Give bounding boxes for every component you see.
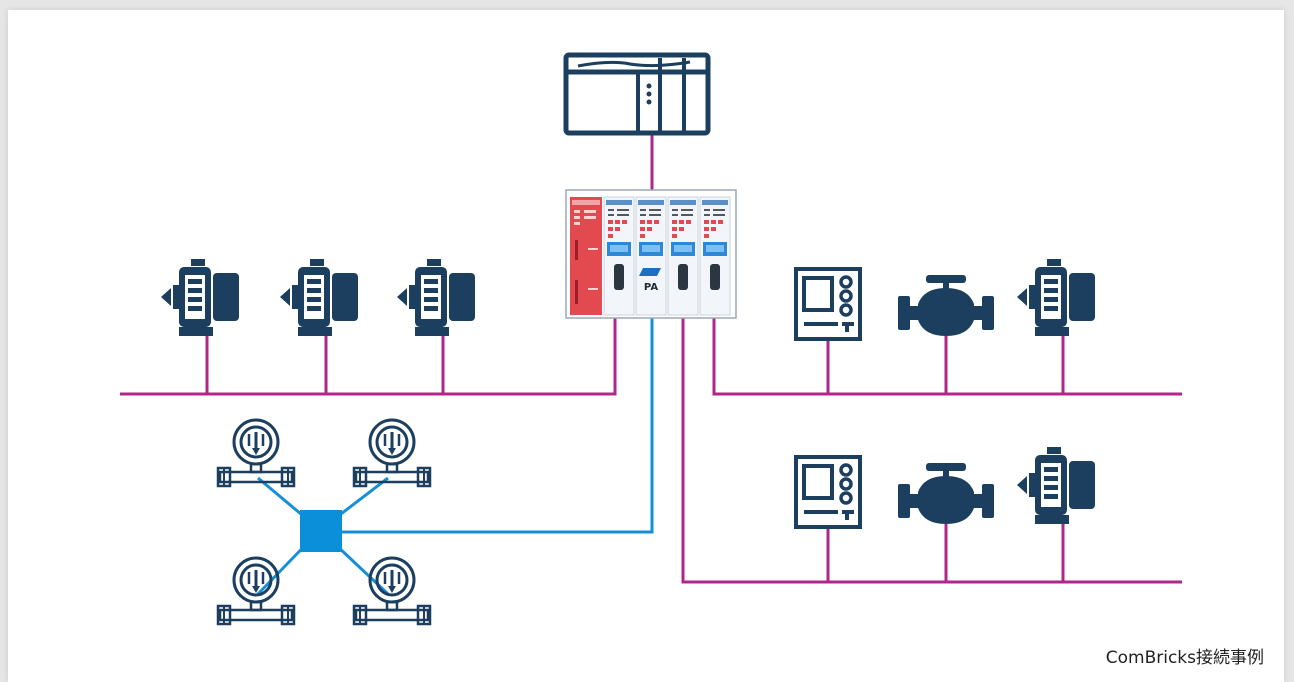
controller-display-icon: [794, 267, 862, 341]
pa-logo-icon: [639, 268, 661, 276]
pressure-gauge-icon: [216, 418, 296, 488]
valve-icon: [898, 463, 994, 524]
pressure-gauge-icon: [352, 418, 432, 488]
head-station-slot: [570, 197, 602, 315]
motor-icon: [397, 259, 475, 336]
pressure-gauge-icon: [352, 556, 432, 626]
pa-segment-lines: [256, 318, 654, 596]
fieldbus-lines: [120, 135, 1182, 584]
pa-junction-box: [300, 510, 342, 552]
motor-icon: [1017, 447, 1095, 524]
valve-icon: [898, 275, 994, 336]
controller-display-icon: [794, 455, 862, 529]
diagram-caption: ComBricks接続事例: [1105, 648, 1264, 668]
motor-icon: [161, 259, 239, 336]
pa-module-label: PA: [644, 282, 658, 293]
combricks-module: PA: [565, 189, 737, 319]
diagram-card: [8, 10, 1284, 682]
plc-controller-icon: [563, 52, 711, 136]
motor-icon: [280, 259, 358, 336]
motor-icon: [1017, 259, 1095, 336]
